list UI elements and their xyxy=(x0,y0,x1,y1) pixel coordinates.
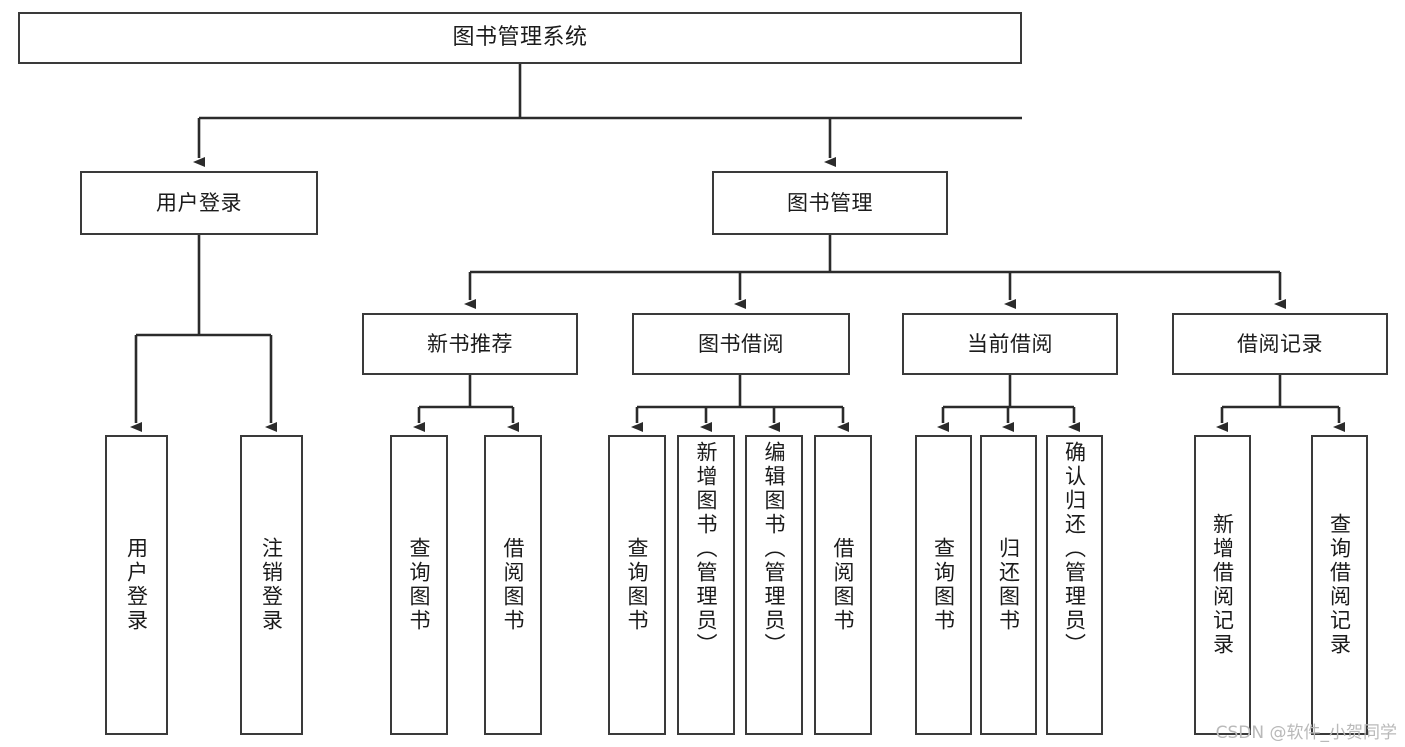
leaf-current-borrow-confirm-return-admin[interactable]: 确认归还（管理员） xyxy=(1046,435,1103,735)
leaf-new-book-query-book[interactable]: 查询图书 xyxy=(390,435,448,735)
leaf-user-login-logout[interactable]: 注销登录 xyxy=(240,435,303,735)
leaf-current-borrow-return-book[interactable]: 归还图书 xyxy=(980,435,1037,735)
leaf-current-borrow-query-book[interactable]: 查询图书 xyxy=(915,435,972,735)
leaf-borrow-record-query-record[interactable]: 查询借阅记录 xyxy=(1311,435,1368,735)
node-label: 图书管理 xyxy=(787,190,873,215)
node-label: 当前借阅 xyxy=(967,331,1053,356)
node-label: 查询图书 xyxy=(625,537,650,633)
node-book-management[interactable]: 图书管理 xyxy=(712,171,948,235)
node-label: 查询借阅记录 xyxy=(1327,513,1352,657)
node-label: 借阅图书 xyxy=(831,537,856,633)
leaf-book-borrow-edit-book-admin[interactable]: 编辑图书（管理员） xyxy=(745,435,803,735)
node-label: 新增图书（管理员） xyxy=(694,441,719,657)
node-user-login[interactable]: 用户登录 xyxy=(80,171,318,235)
node-borrow-record[interactable]: 借阅记录 xyxy=(1172,313,1388,375)
leaf-user-login-login[interactable]: 用户登录 xyxy=(105,435,168,735)
leaf-book-borrow-query-book[interactable]: 查询图书 xyxy=(608,435,666,735)
node-label: 图书借阅 xyxy=(698,331,784,356)
leaf-borrow-record-add-record[interactable]: 新增借阅记录 xyxy=(1194,435,1251,735)
watermark-text: CSDN @软件_小贺同学 xyxy=(1215,723,1397,743)
node-label: 新书推荐 xyxy=(427,331,513,356)
node-current-borrow[interactable]: 当前借阅 xyxy=(902,313,1118,375)
node-label: 借阅记录 xyxy=(1237,331,1323,356)
node-root-book-management-system[interactable]: 图书管理系统 xyxy=(18,12,1022,64)
node-label: 图书管理系统 xyxy=(452,25,588,51)
node-label: 确认归还（管理员） xyxy=(1062,441,1087,657)
node-label: 查询图书 xyxy=(407,537,432,633)
node-label: 用户登录 xyxy=(124,537,149,633)
node-label: 查询图书 xyxy=(931,537,956,633)
leaf-new-book-borrow-book[interactable]: 借阅图书 xyxy=(484,435,542,735)
node-label: 注销登录 xyxy=(259,537,284,633)
node-label: 新增借阅记录 xyxy=(1210,513,1235,657)
node-label: 用户登录 xyxy=(156,190,242,215)
node-book-borrow[interactable]: 图书借阅 xyxy=(632,313,850,375)
node-label: 归还图书 xyxy=(996,537,1021,633)
leaf-book-borrow-add-book-admin[interactable]: 新增图书（管理员） xyxy=(677,435,735,735)
leaf-book-borrow-borrow-book[interactable]: 借阅图书 xyxy=(814,435,872,735)
node-new-book-recommend[interactable]: 新书推荐 xyxy=(362,313,578,375)
node-label: 编辑图书（管理员） xyxy=(762,441,787,657)
node-label: 借阅图书 xyxy=(501,537,526,633)
